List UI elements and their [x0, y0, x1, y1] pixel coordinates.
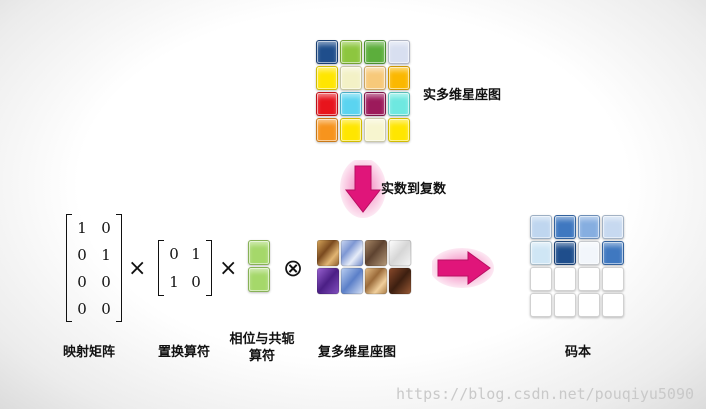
constellation-tile — [388, 66, 410, 90]
phase-conjugate-label-line1: 相位与共轭 — [229, 332, 295, 347]
matrix-entry: 0 — [101, 218, 111, 237]
codebook-tile — [602, 241, 624, 265]
texture-tile — [340, 240, 364, 267]
texture-tile — [317, 267, 340, 295]
constellation-tile — [364, 66, 386, 90]
matrix-entry: 1 — [191, 245, 201, 263]
constellation-tile — [316, 92, 338, 116]
codebook-tile — [578, 241, 600, 265]
codebook-tile — [602, 267, 624, 291]
codebook-tile — [578, 215, 600, 239]
matrix-entry: 0 — [77, 272, 87, 291]
codebook-tile — [578, 267, 600, 291]
matrix-entry: 1 — [77, 218, 87, 237]
codebook-tile — [530, 215, 552, 239]
matrix-entry: 0 — [77, 245, 87, 264]
constellation-tile — [340, 92, 362, 116]
texture-tile — [388, 240, 412, 267]
right-arrow-icon — [432, 248, 494, 288]
matrix-entry: 0 — [191, 273, 201, 291]
codebook-tile — [530, 293, 552, 317]
mapping-matrix-label: 映射矩阵 — [63, 345, 116, 360]
codebook-tile — [530, 241, 552, 265]
codebook-tile — [554, 215, 576, 239]
phase-conjugate-column — [248, 240, 270, 292]
constellation-tile — [364, 40, 386, 64]
multiply-operator: × — [128, 256, 147, 281]
texture-tile — [317, 240, 340, 267]
complex-constellation-label: 复多维星座图 — [318, 345, 397, 360]
constellation-tile — [316, 66, 338, 90]
texture-tile — [388, 267, 412, 295]
matrix-entry: 1 — [169, 273, 179, 291]
complex-constellation-grid — [317, 240, 412, 295]
constellation-tile — [388, 40, 410, 64]
codebook-tile — [554, 293, 576, 317]
matrix-entry: 1 — [101, 245, 111, 264]
codebook-label: 码本 — [565, 345, 592, 360]
matrix-entry: 0 — [169, 245, 179, 263]
real-constellation-label: 实多维星座图 — [423, 88, 502, 103]
constellation-tile — [316, 118, 338, 142]
constellation-tile — [364, 92, 386, 116]
texture-tile — [364, 240, 388, 267]
texture-tile — [340, 267, 364, 295]
phase-conjugate-tile — [248, 240, 270, 265]
matrix-entry: 0 — [77, 299, 87, 318]
real-constellation-grid — [316, 40, 411, 143]
texture-tile — [364, 267, 388, 295]
matrix-entry: 0 — [101, 299, 111, 318]
phase-conjugate-label-line2: 算符 — [248, 349, 276, 364]
kronecker-operator: ⊗ — [283, 254, 304, 282]
constellation-tile — [316, 40, 338, 64]
codebook-tile — [578, 293, 600, 317]
real-to-complex-label: 实数到复数 — [381, 182, 447, 197]
multiply-operator-2: × — [219, 256, 238, 281]
codebook-tile — [554, 267, 576, 291]
constellation-tile — [388, 92, 410, 116]
constellation-tile — [340, 118, 362, 142]
codebook-grid — [530, 215, 625, 319]
matrix-entry: 0 — [101, 272, 111, 291]
codebook-tile — [530, 267, 552, 291]
constellation-tile — [340, 66, 362, 90]
down-arrow-icon — [340, 160, 386, 218]
constellation-tile — [364, 118, 386, 142]
constellation-tile — [388, 118, 410, 142]
codebook-tile — [602, 293, 624, 317]
watermark: https://blog.csdn.net/pouqiyu5090 — [395, 385, 694, 403]
phase-conjugate-label: 相位与共轭 算符 — [229, 331, 294, 365]
phase-conjugate-tile — [248, 267, 270, 292]
permutation-operator-label: 置换算符 — [158, 345, 211, 360]
codebook-tile — [554, 241, 576, 265]
codebook-tile — [602, 215, 624, 239]
constellation-tile — [340, 40, 362, 64]
